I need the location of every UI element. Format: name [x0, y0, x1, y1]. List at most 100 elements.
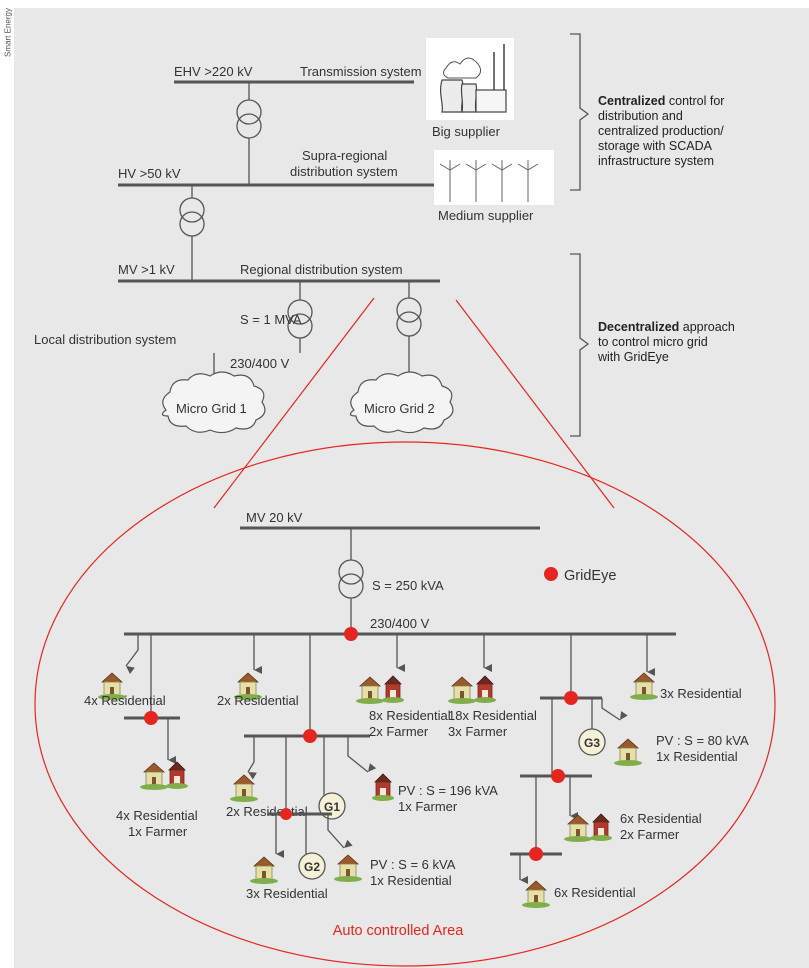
transformer-coil [396, 311, 422, 337]
generator-g3-icon [578, 728, 606, 756]
load-arrow [347, 736, 377, 773]
hv-bus-group: HV >50 kV Supra-regional distribution sy… [118, 148, 434, 187]
transformer-coil [287, 299, 313, 325]
load-arrow [247, 736, 257, 780]
generator-g1-label: G1 [324, 800, 340, 814]
decentralized-bracket [570, 253, 590, 437]
house-icon [355, 676, 385, 705]
transmission-label: Transmission system [300, 64, 422, 79]
load-g-label: 2x Residential [226, 804, 308, 819]
decentralized-line-2: to control micro grid [598, 335, 708, 349]
load-l1-label: 6x Residential [620, 811, 702, 826]
mv-bus-group: MV >1 kV Regional distribution system [118, 262, 440, 283]
side-label: Smart Energy [3, 8, 13, 57]
medium-supplier-icon [434, 150, 554, 205]
house-icon [139, 762, 169, 791]
centralized-description: Centralized control for distribution and… [598, 94, 724, 169]
house-icon [629, 672, 659, 701]
supra-regional-label-1: Supra-regional [302, 148, 387, 163]
load-arrow [125, 634, 139, 674]
grideye-node [564, 691, 578, 705]
house-icon [563, 814, 593, 843]
grideye-node [280, 808, 292, 820]
load-a-label: 4x Residential [84, 693, 166, 708]
transformer-coil [236, 113, 262, 139]
generator-g3-label: G3 [584, 736, 600, 750]
micro-grid-1-label: Micro Grid 1 [176, 401, 247, 416]
load-j2-label: 1x Residential [370, 873, 452, 888]
rating-250-label: S = 250 kVA [372, 578, 444, 593]
centralized-line-4: storage with SCADA [598, 139, 712, 153]
low-voltage-label: 230/400 V [230, 356, 290, 371]
grideye-node [551, 769, 565, 783]
grideye-node [529, 847, 543, 861]
transformer-rating-label: S = 1 MVA [240, 312, 302, 327]
load-h2-label: 1x Farmer [398, 799, 458, 814]
barn-icon [165, 761, 189, 790]
load-m-label: 6x Residential [554, 885, 636, 900]
diagram-panel: EHV >220 kV Transmission system Big supp… [14, 8, 809, 968]
decentralized-bold: Decentralized [598, 320, 680, 334]
barn-icon [473, 675, 497, 704]
transformer-coil [338, 559, 364, 585]
load-i-label: 3x Residential [246, 886, 328, 901]
hv-label: HV >50 kV [118, 166, 181, 181]
load-d2-label: 3x Farmer [448, 724, 508, 739]
house-icon [249, 856, 279, 885]
load-c2-label: 2x Farmer [369, 724, 429, 739]
centralized-line-2: distribution and [598, 109, 683, 123]
medium-supplier-label: Medium supplier [438, 208, 534, 223]
auto-controlled-area-ellipse [34, 441, 776, 967]
load-d1-label: 18x Residential [448, 708, 537, 723]
mv20-label: MV 20 kV [246, 510, 303, 525]
transformer-coil [179, 211, 205, 237]
mv-label: MV >1 kV [118, 262, 175, 277]
load-e-label: 3x Residential [660, 686, 742, 701]
decentralized-line-3: with GridEye [598, 350, 669, 364]
load-f1-label: 4x Residential [116, 808, 198, 823]
transformer-coil [396, 297, 422, 323]
regional-label: Regional distribution system [240, 262, 403, 277]
centralized-bold: Centralized [598, 94, 666, 108]
centralized-line-5: infrastructure system [598, 154, 715, 168]
micro-grid-1-cloud: Micro Grid 1 [161, 371, 266, 434]
supra-regional-label-2: distribution system [290, 164, 398, 179]
load-k2-label: 1x Residential [656, 749, 738, 764]
centralized-rest: control for [665, 94, 725, 108]
ehv-bus-group: EHV >220 kV Transmission system [174, 64, 422, 84]
load-arrow [327, 814, 353, 849]
grideye-node [303, 729, 317, 743]
grid-diagram: EHV >220 kV Transmission system Big supp… [34, 33, 776, 967]
decentralized-rest: approach [679, 320, 735, 334]
auto-controlled-area-label: Auto controlled Area [333, 923, 465, 939]
centralized-bracket [570, 33, 590, 191]
zoom-line-right [455, 299, 615, 509]
house-icon [447, 676, 477, 705]
zoom-line-left [213, 297, 375, 509]
transformer-coil [236, 99, 262, 125]
load-k1-label: PV : S = 80 kVA [656, 733, 749, 748]
load-f2-label: 1x Farmer [128, 824, 188, 839]
decentralized-description: Decentralized approach to control micro … [598, 320, 735, 365]
house-icon [229, 774, 259, 803]
house-icon [613, 738, 643, 767]
grideye-node [144, 711, 158, 725]
transformer-coil [179, 197, 205, 223]
micro-grid-2-label: Micro Grid 2 [364, 401, 435, 416]
house-icon [521, 880, 551, 909]
big-supplier-label: Big supplier [432, 124, 501, 139]
barn-icon [589, 813, 613, 842]
micro-grid-2-cloud: Micro Grid 2 [349, 371, 454, 434]
ehv-label: EHV >220 kV [174, 64, 253, 79]
load-arrow [601, 698, 628, 721]
load-j1-label: PV : S = 6 kVA [370, 857, 456, 872]
generator-g2-icon [298, 852, 326, 880]
grideye-node [344, 627, 358, 641]
house-icon [333, 854, 363, 883]
local-distribution-label: Local distribution system [34, 332, 176, 347]
load-h1-label: PV : S = 196 kVA [398, 783, 498, 798]
load-b-label: 2x Residential [217, 693, 299, 708]
transformer-coil [338, 573, 364, 599]
barn-icon [381, 675, 405, 704]
generator-g2-label: G2 [304, 860, 320, 874]
